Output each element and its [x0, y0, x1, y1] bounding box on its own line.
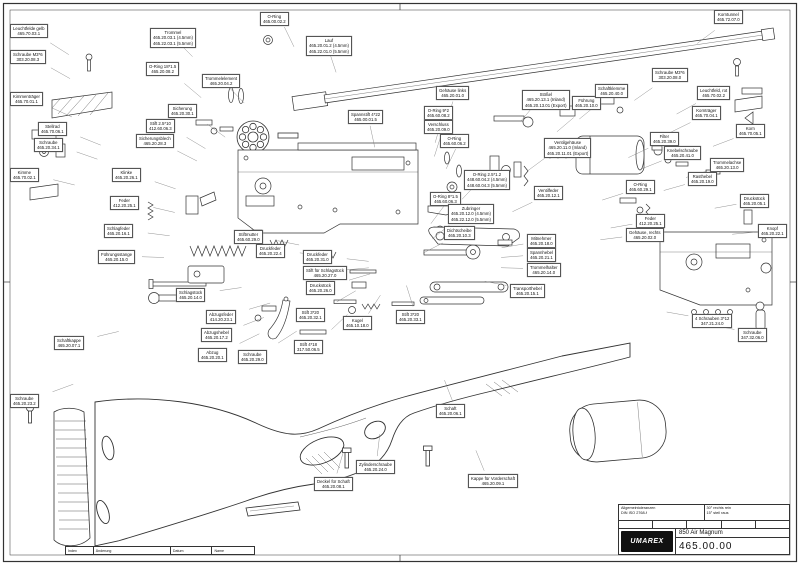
rear-sight-drawing — [29, 53, 113, 201]
revision-col-name: Name — [214, 549, 225, 553]
title-block-cell — [619, 521, 654, 528]
housing-right-drawing — [659, 209, 773, 331]
title-block-cell — [687, 521, 722, 528]
product-name: 850 Air Magnum — [676, 529, 789, 538]
revision-col-change: Änderung — [94, 547, 171, 554]
title-block-cell — [653, 521, 688, 528]
tolerance-cell: Allgemeintoleranzen DIN ISO 2768-f — [619, 505, 705, 520]
revision-col-index: Index — [66, 547, 94, 554]
tolerance-standard: DIN ISO 2768-f — [621, 511, 647, 516]
foreend-cap-drawing — [245, 399, 667, 517]
title-block: Allgemeintoleranzen DIN ISO 2768-f 30° r… — [618, 504, 790, 555]
revision-col-date: Datum — [171, 547, 213, 554]
barrel-drawing — [291, 27, 776, 111]
front-sight-drawing — [733, 58, 763, 125]
title-block-middle-row — [619, 521, 789, 529]
title-block-bottom-row: UMAREX 850 Air Magnum 465.00.00 — [619, 529, 789, 554]
title-block-top-row: Allgemeintoleranzen DIN ISO 2768-f 30° r… — [619, 505, 789, 521]
umarex-logo: UMAREX — [621, 531, 673, 552]
tolerance-label: Allgemeintoleranzen — [621, 506, 656, 510]
stock-drawing — [94, 342, 631, 547]
cocking-lever-drawing — [419, 226, 520, 305]
revision-strip: Index Änderung Datum Name — [65, 546, 255, 555]
receiver-drawing — [237, 142, 419, 234]
trigger-drawing — [251, 229, 415, 340]
valve-drawing — [489, 95, 721, 221]
sight-note-cell: 30° rechts rein 15° steil raus — [705, 505, 790, 520]
safety-hammer-drawing — [147, 119, 247, 304]
sight-note-line2: 15° steil raus — [706, 511, 729, 516]
buttpad-drawing — [26, 404, 91, 547]
leader-lines — [50, 26, 755, 474]
sight-note-line1: 30° rechts rein — [706, 506, 732, 510]
magazine-drum-drawing — [236, 120, 299, 154]
drawing-number: 465.00.00 — [679, 540, 733, 552]
oring-top-drawing — [228, 35, 273, 104]
title-block-cell — [722, 521, 756, 528]
product-number-block: 850 Air Magnum 465.00.00 — [675, 529, 789, 554]
title-block-cell — [756, 521, 789, 528]
